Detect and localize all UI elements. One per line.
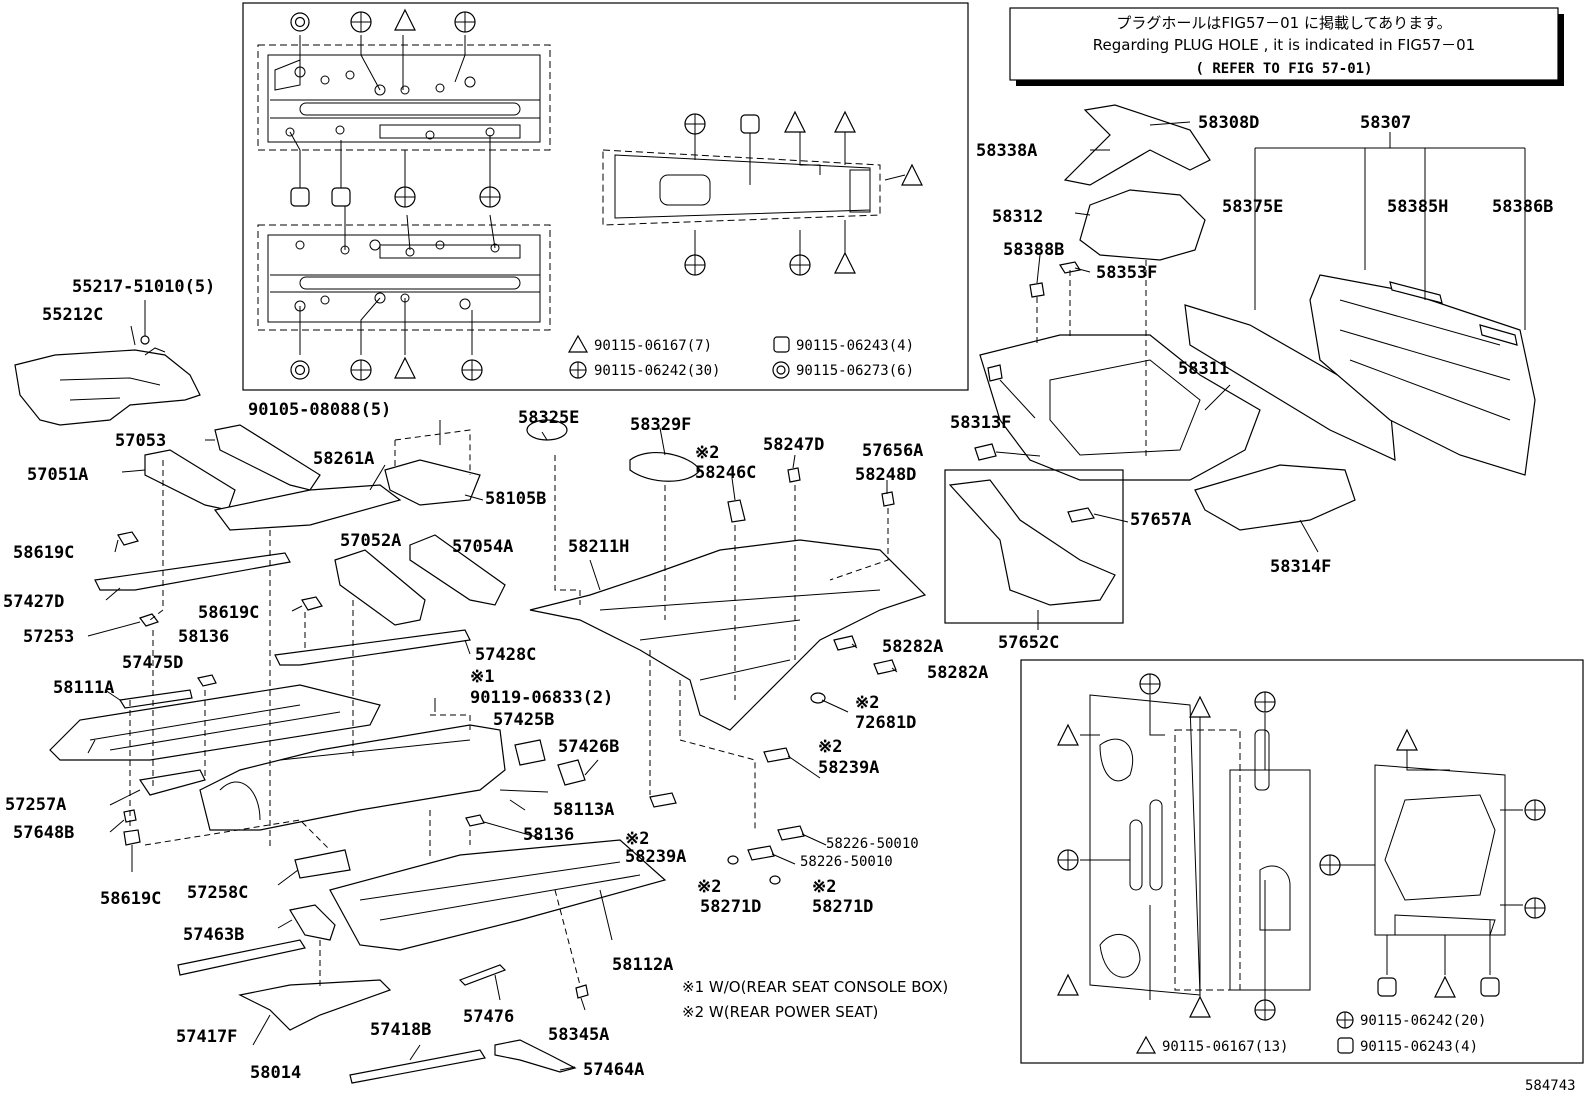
label-58248D: 58248D <box>855 465 916 485</box>
part-labels: 55217-51010(5) 55212C 90105-08088(5) 570… <box>3 113 1576 1094</box>
label-58246C: 58246C <box>695 463 756 483</box>
label-57257A: 57257A <box>5 795 66 815</box>
label-57426B: 57426B <box>558 737 619 757</box>
label-58311: 58311 <box>1178 359 1229 379</box>
label-58112A: 58112A <box>612 955 673 975</box>
label-57428C: 57428C <box>475 645 536 665</box>
mark-2-c: ※2 <box>855 693 879 713</box>
label-58345A: 58345A <box>548 1025 609 1045</box>
label-58136-b: 58136 <box>523 825 574 845</box>
label-57648B: 57648B <box>13 823 74 843</box>
label-57054A: 57054A <box>452 537 513 557</box>
label-58338A: 58338A <box>976 141 1037 161</box>
label-57418B: 57418B <box>370 1020 431 1040</box>
label-58105B: 58105B <box>485 489 546 509</box>
label-90119-06833: 90119-06833(2) <box>470 688 613 708</box>
label-58388B: 58388B <box>1003 240 1064 260</box>
mark-2-d: ※2 <box>818 737 842 757</box>
label-58314F: 58314F <box>1270 557 1331 577</box>
label-58271D-a: 58271D <box>700 897 761 917</box>
label-57652C: 57652C <box>998 633 1059 653</box>
label-57656A: 57656A <box>862 441 923 461</box>
legend-bottom-square: 90115-06243(4) <box>1360 1039 1478 1055</box>
label-58239A-a: 58239A <box>625 847 686 867</box>
label-57425B: 57425B <box>493 710 554 730</box>
label-58329F: 58329F <box>630 415 691 435</box>
note-line-3: ( REFER TO FIG 57-01) <box>1195 61 1372 77</box>
mark-2-b: ※2 <box>695 443 719 463</box>
legend-bottom-cross: 90115-06242(20) <box>1360 1013 1486 1029</box>
label-58353F: 58353F <box>1096 263 1157 283</box>
label-57427D: 57427D <box>3 592 64 612</box>
label-58375E: 58375E <box>1222 197 1283 217</box>
label-57051A: 57051A <box>27 465 88 485</box>
label-58619C-a: 58619C <box>13 543 74 563</box>
mark-2-f: ※2 <box>812 877 836 897</box>
leader-lines <box>87 121 1526 1071</box>
mark-1-a: ※1 <box>470 667 494 687</box>
footnote-2: ※2 W(REAR POWER SEAT) <box>682 1003 878 1021</box>
label-58261A: 58261A <box>313 449 374 469</box>
legend-top-cross: 90115-06242(30) <box>594 363 720 379</box>
label-58226-50010-a: 58226-50010 <box>826 836 919 852</box>
label-58014: 58014 <box>250 1063 301 1083</box>
label-58325E: 58325E <box>518 408 579 428</box>
footnote-1: ※1 W/O(REAR SEAT CONSOLE BOX) <box>682 978 948 996</box>
label-58247D: 58247D <box>763 435 824 455</box>
label-58113A: 58113A <box>553 800 614 820</box>
label-57476: 57476 <box>463 1007 514 1027</box>
label-57475D: 57475D <box>122 653 183 673</box>
legend-top-square: 90115-06243(4) <box>796 338 914 354</box>
top-inset-plug-holes: 90115-06167(7) 90115-06243(4) 90115-0624… <box>242 2 969 391</box>
label-58619C-b: 58619C <box>198 603 259 623</box>
label-58307: 58307 <box>1360 113 1411 133</box>
label-58111A: 58111A <box>53 678 114 698</box>
label-57463B: 57463B <box>183 925 244 945</box>
label-57052A: 57052A <box>340 531 401 551</box>
label-57417F: 57417F <box>176 1027 237 1047</box>
label-55217-51010: 55217-51010(5) <box>72 277 215 297</box>
note-line-1: プラグホールはFIG57－01 に掲載してあります。 <box>1116 14 1451 32</box>
legend-top-ring: 90115-06273(6) <box>796 363 914 379</box>
label-58282A-a: 58282A <box>882 637 943 657</box>
label-58313F: 58313F <box>950 413 1011 433</box>
label-58271D-b: 58271D <box>812 897 873 917</box>
label-57253: 57253 <box>23 627 74 647</box>
plug-hole-note: プラグホールはFIG57－01 に掲載してあります。 Regarding PLU… <box>1009 7 1564 86</box>
label-57053: 57053 <box>115 431 166 451</box>
label-58239A-b: 58239A <box>818 758 879 778</box>
legend-top-triangle: 90115-06167(7) <box>594 338 712 354</box>
label-55212C: 55212C <box>42 305 103 325</box>
label-58308D: 58308D <box>1198 113 1259 133</box>
label-58385H: 58385H <box>1387 197 1448 217</box>
figure-number: 584743 <box>1525 1078 1576 1094</box>
label-57258C: 57258C <box>187 883 248 903</box>
label-58386B: 58386B <box>1492 197 1553 217</box>
label-58282A-b: 58282A <box>927 663 988 683</box>
legend-bottom-triangle: 90115-06167(13) <box>1162 1039 1288 1055</box>
label-58226-50010-b: 58226-50010 <box>800 854 893 870</box>
bottom-inset-plug-holes: 90115-06242(20) 90115-06167(13) 90115-06… <box>1020 659 1584 1064</box>
label-90105-08088: 90105-08088(5) <box>248 400 391 420</box>
note-line-2: Regarding PLUG HOLE , it is indicated in… <box>1093 36 1475 54</box>
label-57657A: 57657A <box>1130 510 1191 530</box>
label-58211H: 58211H <box>568 537 629 557</box>
label-58619C-c: 58619C <box>100 889 161 909</box>
label-57464A: 57464A <box>583 1060 644 1080</box>
label-58312: 58312 <box>992 207 1043 227</box>
label-58136-a: 58136 <box>178 627 229 647</box>
mark-2-a: ※2 <box>625 829 649 849</box>
mark-2-e: ※2 <box>697 877 721 897</box>
label-72681D: 72681D <box>855 713 916 733</box>
